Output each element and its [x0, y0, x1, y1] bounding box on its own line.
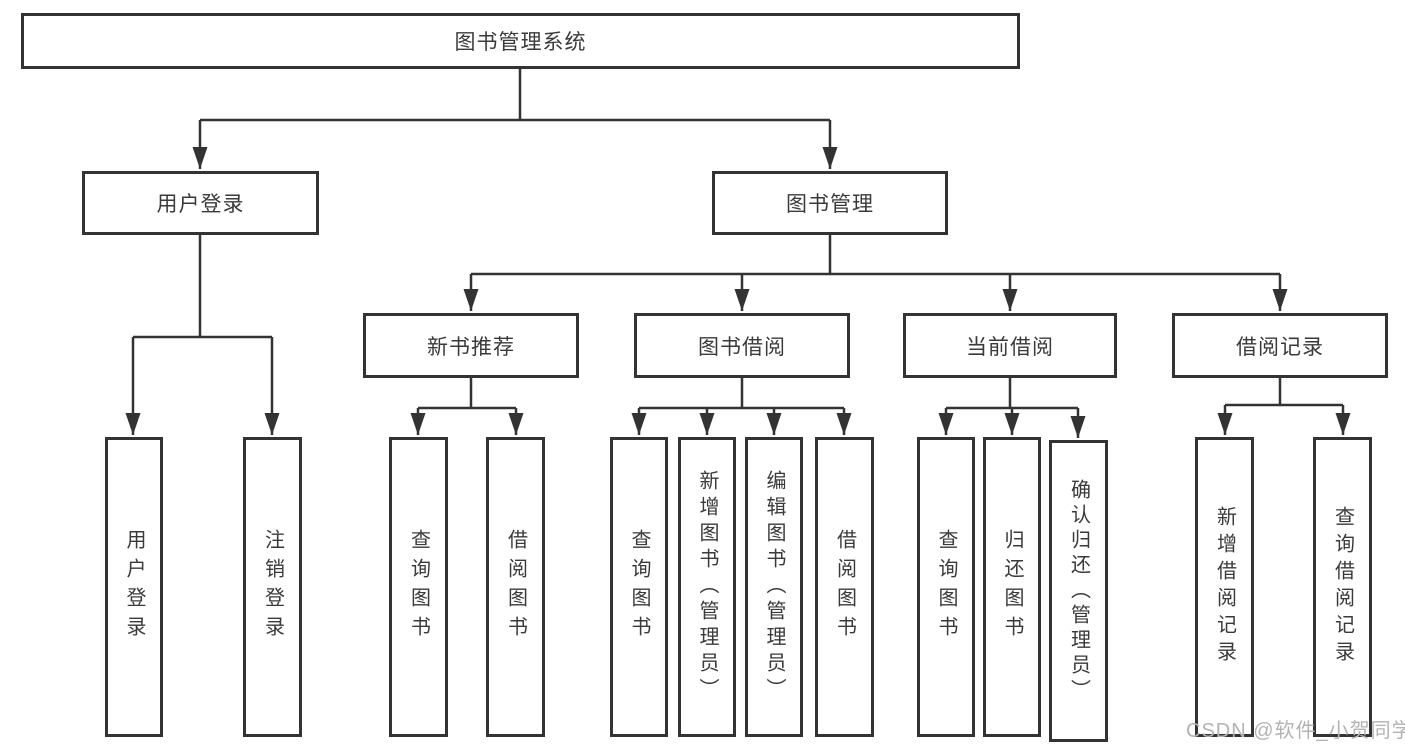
- leaf-return-books: 归还图书: [983, 437, 1041, 737]
- connector-borrowing-trunk: [639, 378, 844, 410]
- leaf-search-borrow-record: 查询借阅记录: [1313, 437, 1372, 737]
- connector-recommendation-trunk: [418, 378, 516, 410]
- leaf-search-books-borrowing: 查询图书: [610, 437, 668, 737]
- node-book-management: 图书管理: [712, 171, 948, 235]
- leaf-edit-book-admin: 编辑图书（管理员）: [745, 437, 803, 737]
- node-borrowing-records: 借阅记录: [1172, 313, 1388, 378]
- node-book-borrowing: 图书借阅: [634, 313, 850, 378]
- leaf-add-book-admin: 新增图书（管理员）: [678, 437, 736, 737]
- connector-records-trunk: [1225, 378, 1343, 407]
- leaf-search-books-recommendation: 查询图书: [389, 437, 448, 737]
- node-root: 图书管理系统: [21, 13, 1020, 69]
- leaf-logout: 注销登录: [243, 437, 302, 737]
- connector-book-management-trunk: [471, 235, 1280, 276]
- leaf-search-books-current: 查询图书: [917, 437, 975, 737]
- leaf-borrow-books-recommendation: 借阅图书: [486, 437, 545, 737]
- node-current-borrowing: 当前借阅: [903, 313, 1117, 378]
- leaf-add-borrow-record: 新增借阅记录: [1195, 437, 1254, 737]
- node-user-login: 用户登录: [82, 171, 319, 235]
- node-new-book-recommendation: 新书推荐: [363, 313, 579, 378]
- leaf-borrow-books-borrowing: 借阅图书: [815, 437, 874, 737]
- csdn-watermark: CSDN @软件_小贺同学: [1186, 720, 1405, 742]
- connector-root-trunk: [200, 69, 830, 122]
- connector-current-trunk: [946, 378, 1078, 410]
- leaf-user-login: 用户登录: [105, 437, 163, 737]
- leaf-confirm-return-admin: 确认归还（管理员）: [1049, 440, 1108, 742]
- connector-user-login-trunk: [133, 235, 272, 339]
